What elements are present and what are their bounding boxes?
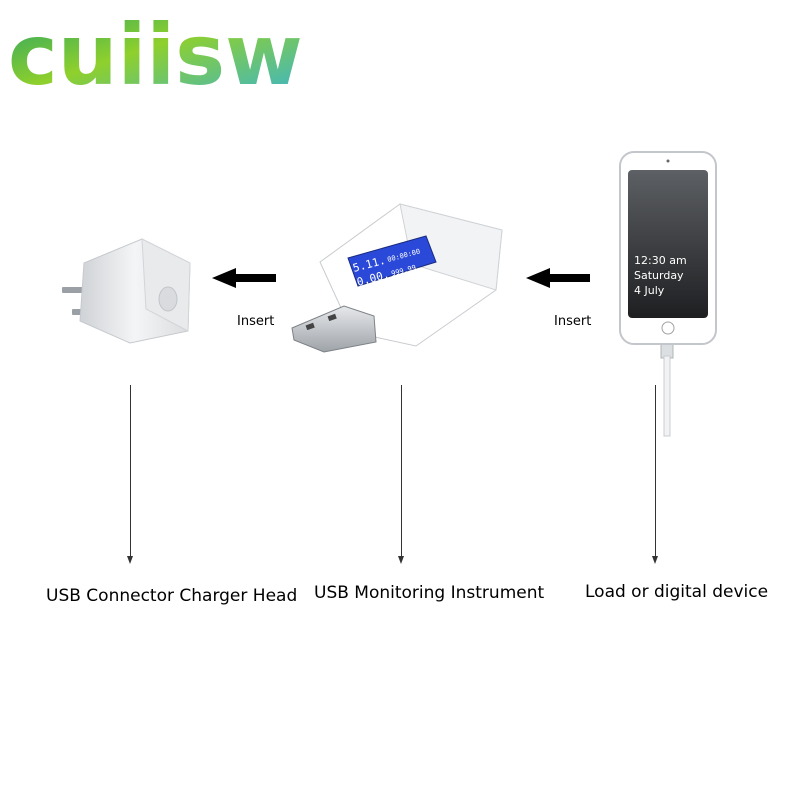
phone-illustration: 12:30 am Saturday 4 July [619,151,717,437]
phone-day: Saturday [634,269,684,282]
charger-head-illustration [62,238,191,344]
device-label: Load or digital device [585,582,769,602]
charger-connector-line [130,385,131,560]
insert-label-left: Insert [237,314,275,329]
usb-meter-illustration: 5.11. 00:00:00 0.00. 999.99. [291,203,503,353]
charger-connector-arrowhead [127,556,133,564]
meter-label: USB Monitoring Instrument [314,583,545,603]
phone-time: 12:30 am [634,254,687,267]
brand-logo-text: cuiisw [8,6,303,104]
phone-date: 4 July [634,284,665,297]
insert-arrow-right [526,268,590,288]
brand-logo: cuiisw [8,6,303,104]
device-connector-arrowhead [652,556,658,564]
device-connector-line [655,385,656,560]
insert-arrow-left [212,268,276,288]
insert-label-right: Insert [554,314,592,329]
meter-connector-line [401,385,402,560]
charger-label: USB Connector Charger Head [46,586,298,606]
meter-connector-arrowhead [398,556,404,564]
